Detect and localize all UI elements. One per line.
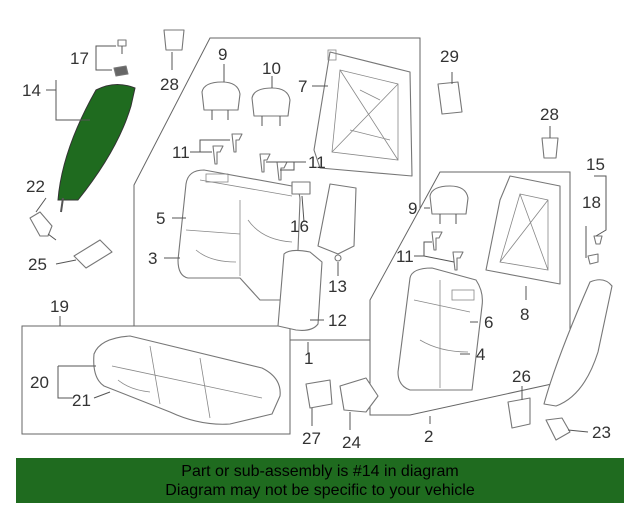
callout-21: 21 — [72, 391, 91, 410]
callout-4: 4 — [476, 345, 485, 364]
cap-part-28-right — [541, 137, 559, 159]
armrest-part-12 — [277, 249, 323, 331]
callout-23: 23 — [592, 423, 611, 442]
clip-part-17 — [113, 39, 129, 77]
side-seatback-part-6 — [397, 267, 483, 391]
headrest-part-10 — [251, 87, 291, 126]
bolt-part-18 — [593, 235, 603, 245]
headrest-part-9-left — [201, 81, 241, 120]
rear-seatback-part-5 — [177, 169, 301, 301]
callout-2: 2 — [424, 427, 433, 446]
cap-part-28-left — [163, 29, 185, 51]
release-part-29 — [437, 81, 463, 115]
callout-16: 16 — [290, 217, 309, 236]
info-banner: Part or sub-assembly is #14 in diagram D… — [16, 458, 624, 503]
callout-22: 22 — [26, 177, 45, 196]
bolster-rod — [60, 197, 64, 213]
clip-part-18 — [587, 253, 599, 265]
latch-part-22 — [29, 211, 53, 237]
callout-28-right: 28 — [540, 105, 559, 124]
seatback-frame-part-7 — [313, 49, 413, 177]
callout-28-left: 28 — [160, 75, 179, 94]
callout-17: 17 — [70, 49, 89, 68]
callout-8: 8 — [520, 305, 529, 324]
callout-18: 18 — [582, 193, 601, 212]
callout-19: 19 — [50, 297, 69, 316]
latch-part-23 — [545, 417, 571, 441]
callout-7: 7 — [298, 77, 307, 96]
callout-6: 6 — [484, 313, 493, 332]
parts-diagram: 14 17 28 9 10 7 29 28 11 11 15 22 5 16 9… — [21, 29, 613, 452]
callout-1: 1 — [304, 349, 313, 368]
callout-20: 20 — [30, 373, 49, 392]
banner-line-2: Diagram may not be specific to your vehi… — [165, 481, 475, 499]
trim-panel-part-13 — [317, 183, 357, 255]
callout-27: 27 — [302, 429, 321, 448]
callout-11-middle: 11 — [308, 153, 326, 172]
callout-15: 15 — [586, 155, 605, 174]
headrest-guide-part-11-group — [212, 133, 464, 271]
hinge-part-24 — [339, 377, 379, 413]
callout-9-left: 9 — [218, 45, 227, 64]
callout-3: 3 — [148, 249, 157, 268]
callout-10: 10 — [262, 59, 281, 78]
callout-29: 29 — [440, 47, 459, 66]
callout-11-right: 11 — [396, 247, 414, 266]
clip-part-13 — [334, 254, 342, 262]
banner-line-1: Part or sub-assembly is #14 in diagram — [181, 462, 459, 480]
seat-cushion-part-21 — [93, 335, 281, 425]
callout-24: 24 — [342, 433, 361, 452]
seatback-side-bolster-part-14 — [57, 84, 136, 201]
bracket-part-16 — [291, 181, 311, 195]
callout-13: 13 — [328, 277, 347, 296]
callout-14: 14 — [22, 81, 41, 100]
callout-25: 25 — [28, 255, 47, 274]
callout-26: 26 — [512, 367, 531, 386]
leader-lines — [35, 45, 607, 433]
callout-11-left: 11 — [172, 143, 190, 162]
bracket-part-26 — [507, 397, 531, 429]
callout-12: 12 — [328, 311, 347, 330]
bracket-part-25 — [73, 239, 113, 269]
callout-9-right: 9 — [408, 199, 417, 218]
hinge-part-27 — [305, 379, 333, 409]
side-bolster-part-15 — [543, 279, 613, 407]
headrest-part-9-right — [429, 185, 469, 224]
callout-5: 5 — [156, 209, 165, 228]
side-frame-part-8 — [485, 175, 561, 285]
